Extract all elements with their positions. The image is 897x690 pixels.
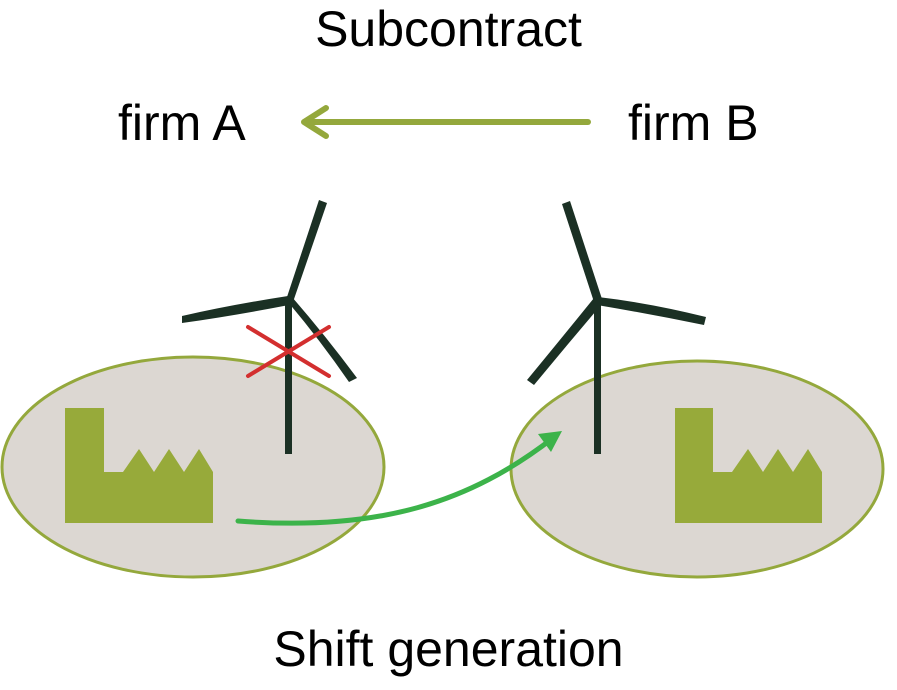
firm-a-label: firm A [118,95,246,151]
shift-generation-arrow [235,435,556,526]
firm-b-label: firm B [628,95,759,151]
wind-turbine-icon [182,200,357,454]
subcontract-arrow [301,105,591,139]
factory-icon [675,408,822,523]
subcontract-label: Subcontract [315,1,582,57]
wind-turbine-icon [527,201,706,454]
shift-generation-arrowhead [538,431,562,452]
factory-icon [65,408,213,523]
cross-icon [246,325,331,378]
shift-generation-label: Shift generation [273,621,624,677]
